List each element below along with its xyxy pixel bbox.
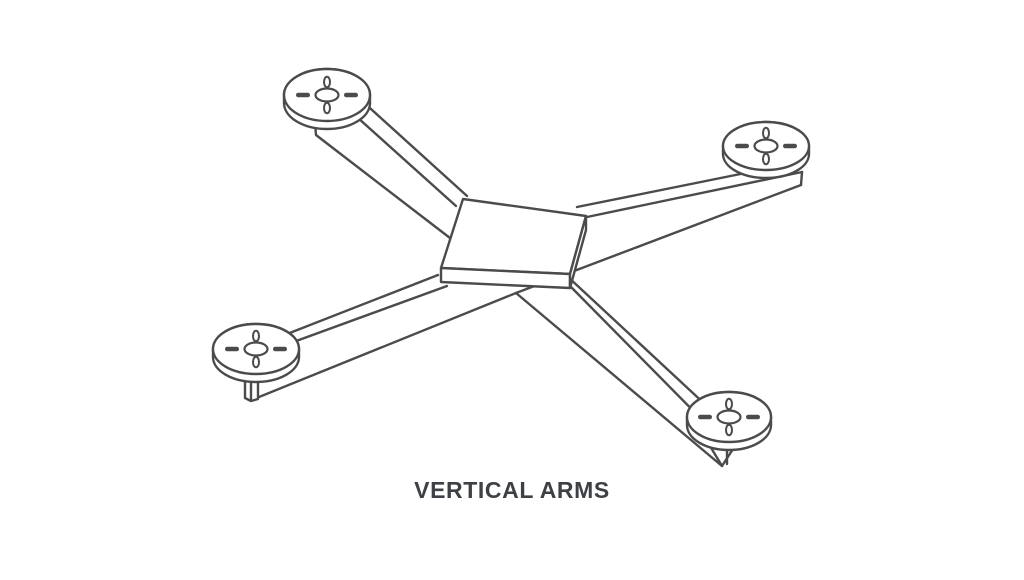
- center-plate-top-face: [439, 197, 588, 276]
- rotor-screw-slot-bottom: [323, 101, 331, 115]
- rotor-screw-slot-bottom: [252, 355, 260, 369]
- rotor-screw-slot-top: [323, 75, 331, 89]
- rotor-screw-dash-right: [273, 346, 287, 352]
- rotor-center-hole: [243, 341, 269, 357]
- rotor-screw-dash-right: [746, 414, 760, 420]
- arm-bottom-left-bottom-edge: [252, 291, 518, 401]
- rotor-screw-dash-right: [783, 143, 797, 149]
- arm-top-right-end-edge: [799, 170, 804, 187]
- center-plate: [439, 197, 588, 290]
- center-plate-front-right-face: [568, 214, 588, 290]
- arm-top-right-lower-edge: [585, 170, 804, 219]
- rotor-screw-dash-left: [698, 414, 712, 420]
- rotor-center-hole: [314, 87, 340, 103]
- rotor-screw-slot-top: [762, 126, 770, 140]
- rotor-screw-dash-right: [344, 92, 358, 98]
- rotor-mount-top-right: [721, 120, 811, 180]
- rotor-screw-dash-left: [296, 92, 310, 98]
- rotor-mount-top-left: [282, 67, 372, 131]
- figure-caption: VERTICAL ARMS: [414, 477, 610, 503]
- rotor-mount-bottom-right: [685, 390, 773, 452]
- arm-bottom-left-upper-edge: [262, 273, 440, 345]
- rotor-center-hole: [753, 138, 779, 154]
- rotor-screw-slot-top: [725, 397, 733, 411]
- arm-bottom-right-bottom-edge: [514, 291, 724, 468]
- rotor-screw-dash-left: [225, 346, 239, 352]
- rotor-screw-dash-left: [735, 143, 749, 149]
- rotor-screw-slot-bottom: [762, 152, 770, 166]
- rotor-screw-slot-bottom: [725, 423, 733, 437]
- rotor-center-hole: [716, 409, 742, 425]
- rotor-mount-bottom-left: [211, 322, 301, 384]
- rotor-screw-slot-top: [252, 329, 260, 343]
- arm-top-left-tip-and-bottom-edge: [312, 110, 452, 240]
